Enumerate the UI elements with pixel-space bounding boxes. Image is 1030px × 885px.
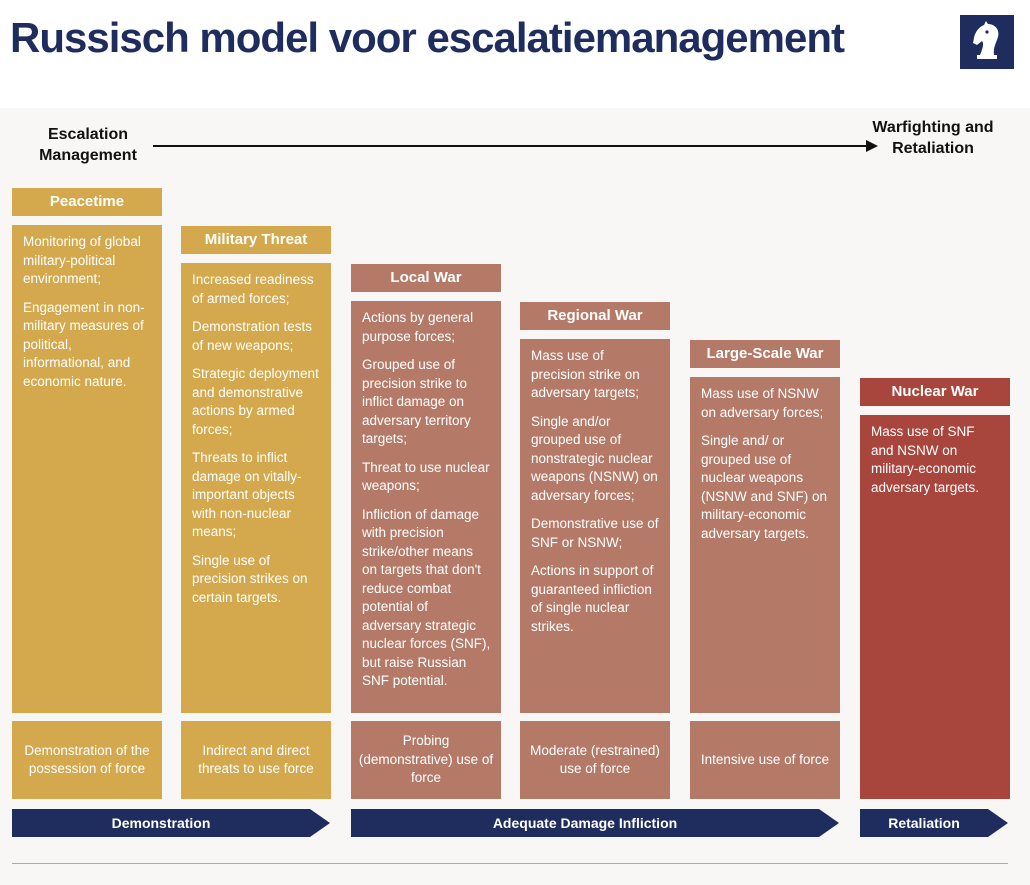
page-title: Russisch model voor escalatiemanagement — [10, 14, 845, 61]
stage-item: Mass use of SNF and NSNW on military-eco… — [871, 424, 980, 495]
knight-chess-piece-icon — [973, 21, 999, 59]
stage-item: Single and/or grouped use of nonstrategi… — [531, 413, 658, 503]
warfighting-retaliation-label: Warfighting and Retaliation — [872, 119, 994, 157]
stage-item: Monitoring of global military-political … — [23, 234, 141, 286]
stage-title-military-threat: Military Threat — [181, 226, 331, 254]
stage-body-regional-war: Mass use of precision strike on adversar… — [520, 339, 670, 713]
bottom-divider — [12, 863, 1008, 864]
stage-item: Grouped use of precision strike to infli… — [362, 357, 471, 446]
stage-item: Threats to inflict damage on vitally-imp… — [192, 450, 302, 539]
stage-footer-large-scale-war: Intensive use of force — [690, 721, 840, 799]
stage-body-nuclear-war: Mass use of SNF and NSNW on military-eco… — [860, 415, 1010, 799]
header-band — [0, 0, 1030, 108]
stage-footer-peacetime: Demonstration of the possession of force — [12, 721, 162, 799]
stage-title-nuclear-war: Nuclear War — [860, 378, 1010, 406]
stage-item: Engagement in non-military measures of p… — [23, 299, 145, 389]
phase-demonstration: Demonstration — [12, 809, 330, 837]
stage-item: Infliction of damage with precision stri… — [362, 506, 491, 689]
stage-item: Actions by general purpose forces; — [362, 310, 474, 344]
escalation-management-label: Escalation Management — [39, 126, 137, 164]
stage-body-peacetime: Monitoring of global military-political … — [12, 225, 162, 713]
stage-item: Increased readiness of armed forces; — [192, 272, 314, 306]
stage-footer-local-war: Probing (demonstrative) use of force — [351, 721, 501, 799]
stage-title-large-scale-war: Large-Scale War — [690, 340, 840, 368]
stage-footer-regional-war: Moderate (restrained) use of force — [520, 721, 670, 799]
stage-body-local-war: Actions by general purpose forces; Group… — [351, 301, 501, 713]
logo — [960, 15, 1014, 69]
stage-title-peacetime: Peacetime — [12, 188, 162, 216]
stage-body-military-threat: Increased readiness of armed forces; Dem… — [181, 263, 331, 713]
stage-title-regional-war: Regional War — [520, 302, 670, 330]
stage-title-local-war: Local War — [351, 264, 501, 292]
stage-item: Mass use of NSNW on adversary forces; — [701, 386, 824, 420]
arrow-right-icon — [866, 140, 878, 152]
stage-footer-military-threat: Indirect and direct threats to use force — [181, 721, 331, 799]
phase-adequate-damage-infliction: Adequate Damage Infliction — [351, 809, 839, 837]
stage-item: Single and/ or grouped use of nuclear we… — [701, 433, 828, 541]
phase-retaliation: Retaliation — [860, 809, 1008, 837]
stage-item: Demonstration tests of new weapons; — [192, 319, 313, 353]
stage-item: Actions in support of guaranteed inflict… — [531, 563, 654, 634]
escalation-axis-line — [153, 145, 869, 147]
stage-item: Demonstrative use of SNF or NSNW; — [531, 516, 659, 550]
stage-body-large-scale-war: Mass use of NSNW on adversary forces; Si… — [690, 377, 840, 713]
stage-item: Strategic deployment and demonstrative a… — [192, 366, 319, 437]
stage-item: Mass use of precision strike on adversar… — [531, 348, 640, 400]
stage-item: Threat to use nuclear weapons; — [362, 459, 490, 494]
stage-item: Single use of precision strikes on certa… — [192, 552, 308, 605]
